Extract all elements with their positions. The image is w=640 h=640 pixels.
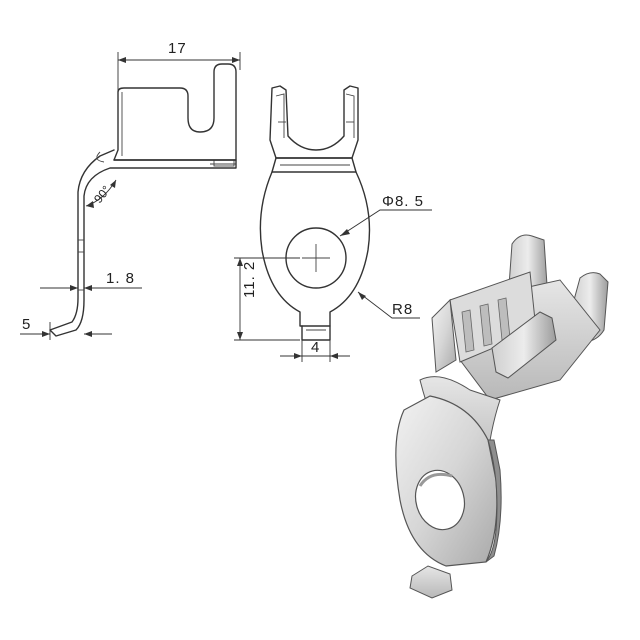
dim-offset-label: 5 bbox=[22, 316, 31, 333]
dim-height-label: 11. 2 bbox=[241, 261, 258, 298]
dim-hole-label: Φ8. 5 bbox=[382, 193, 424, 210]
dim-radius-label: R8 bbox=[392, 301, 413, 318]
side-view: 17 90° 1. 8 5 bbox=[20, 40, 241, 340]
iso-render bbox=[395, 234, 609, 599]
dim-tab-width-label: 4 bbox=[311, 339, 320, 356]
dim-width-label: 17 bbox=[168, 40, 187, 57]
front-view: Φ8. 5 11. 2 4 R8 bbox=[234, 85, 432, 362]
dim-thickness-label: 1. 8 bbox=[106, 270, 135, 287]
